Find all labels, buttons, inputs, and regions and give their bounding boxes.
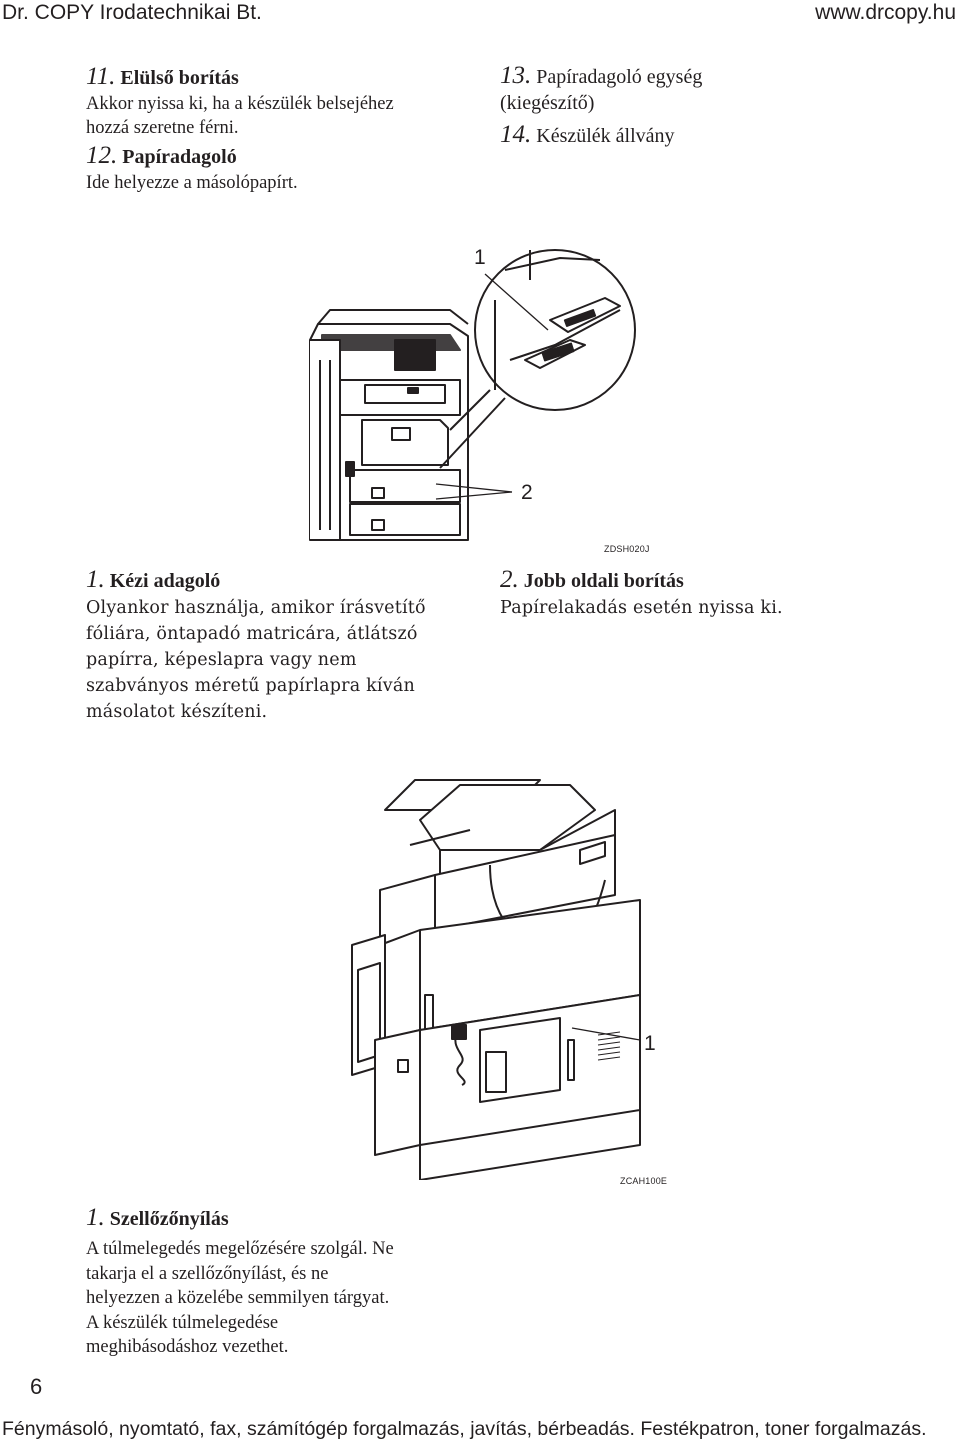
right-cover-title: 2. Jobb oldali borítás [500,566,684,593]
top-left-items: 11. Elülső borítás Akkor nyissa ki, ha a… [86,63,506,195]
header-company: Dr. COPY Irodatechnikai Bt. [2,1,262,24]
manual-feed-desc-line: szabványos méretű papírlapra kíván [86,676,415,696]
vent-desc-line: A készülék túlmelegedése [86,1312,279,1333]
figure2-code: ZCAH100E [620,1176,668,1186]
figure1-callout-2: 2 [521,481,533,504]
manual-feed-desc-line: Olyankor használja, amikor írásvetítő [86,598,426,618]
item-11-title: 11. Elülső borítás [86,63,239,90]
copier-front-illustration [309,249,636,541]
figure1-item-1: 1. Kézi adagoló Olyankor használja, amik… [86,566,486,725]
page-number: 6 [30,1374,43,1399]
footer-text: Fénymásoló, nyomtató, fax, számítógép fo… [2,1418,927,1440]
figure2-callout-1: 1 [644,1032,656,1055]
item-13-title-line2: (kiegészítő) [500,92,595,114]
item-11-desc-line: Akkor nyissa ki, ha a készülék belsejéhe… [86,94,394,114]
vent-desc-line: A túlmelegedés megelőzésére szolgál. Ne [86,1239,394,1259]
item-11-desc-line: hozzá szeretne férni. [86,118,239,138]
header-website: www.drcopy.hu [815,1,956,24]
manual-feed-desc-line: papírra, képeslapra vagy nem [86,650,357,670]
copier-rear-illustration [351,779,641,1180]
figure1-item-2: 2. Jobb oldali borítás Papírelakadás ese… [500,566,940,621]
manual-feed-desc-line: másolatot készíteni. [86,702,268,722]
manual-feed-desc-line: fóliára, öntapadó matricára, átlátszó [86,624,418,644]
figure1-code: ZDSH020J [604,544,650,554]
item-12-title: 12. Papíradagoló [86,142,237,169]
vent-title: 1. Szellőzőnyílás [86,1204,229,1231]
figure1-callout-1: 1 [474,246,486,269]
manual-feed-title: 1. Kézi adagoló [86,566,221,593]
vent-desc-line: meghibásodáshoz vezethet. [86,1337,289,1357]
figure2-item-1: 1. Szellőzőnyílás A túlmelegedés megelőz… [86,1204,526,1360]
vent-desc-line: helyezzen a közelébe semmilyen tárgyat. [86,1288,390,1308]
right-cover-desc-line: Papírelakadás esetén nyissa ki. [500,598,783,618]
item-14-title: 14. Készülék állvány [500,121,675,148]
top-right-items: 13. Papíradagoló egység (kiegészítő) 14.… [500,63,940,151]
item-12-desc-line: Ide helyezze a másolópapírt. [86,173,298,193]
vent-desc-line: takarja el a szellőzőnyílást, és ne [86,1263,329,1284]
item-13-title: 13. Papíradagoló egység [500,62,703,89]
